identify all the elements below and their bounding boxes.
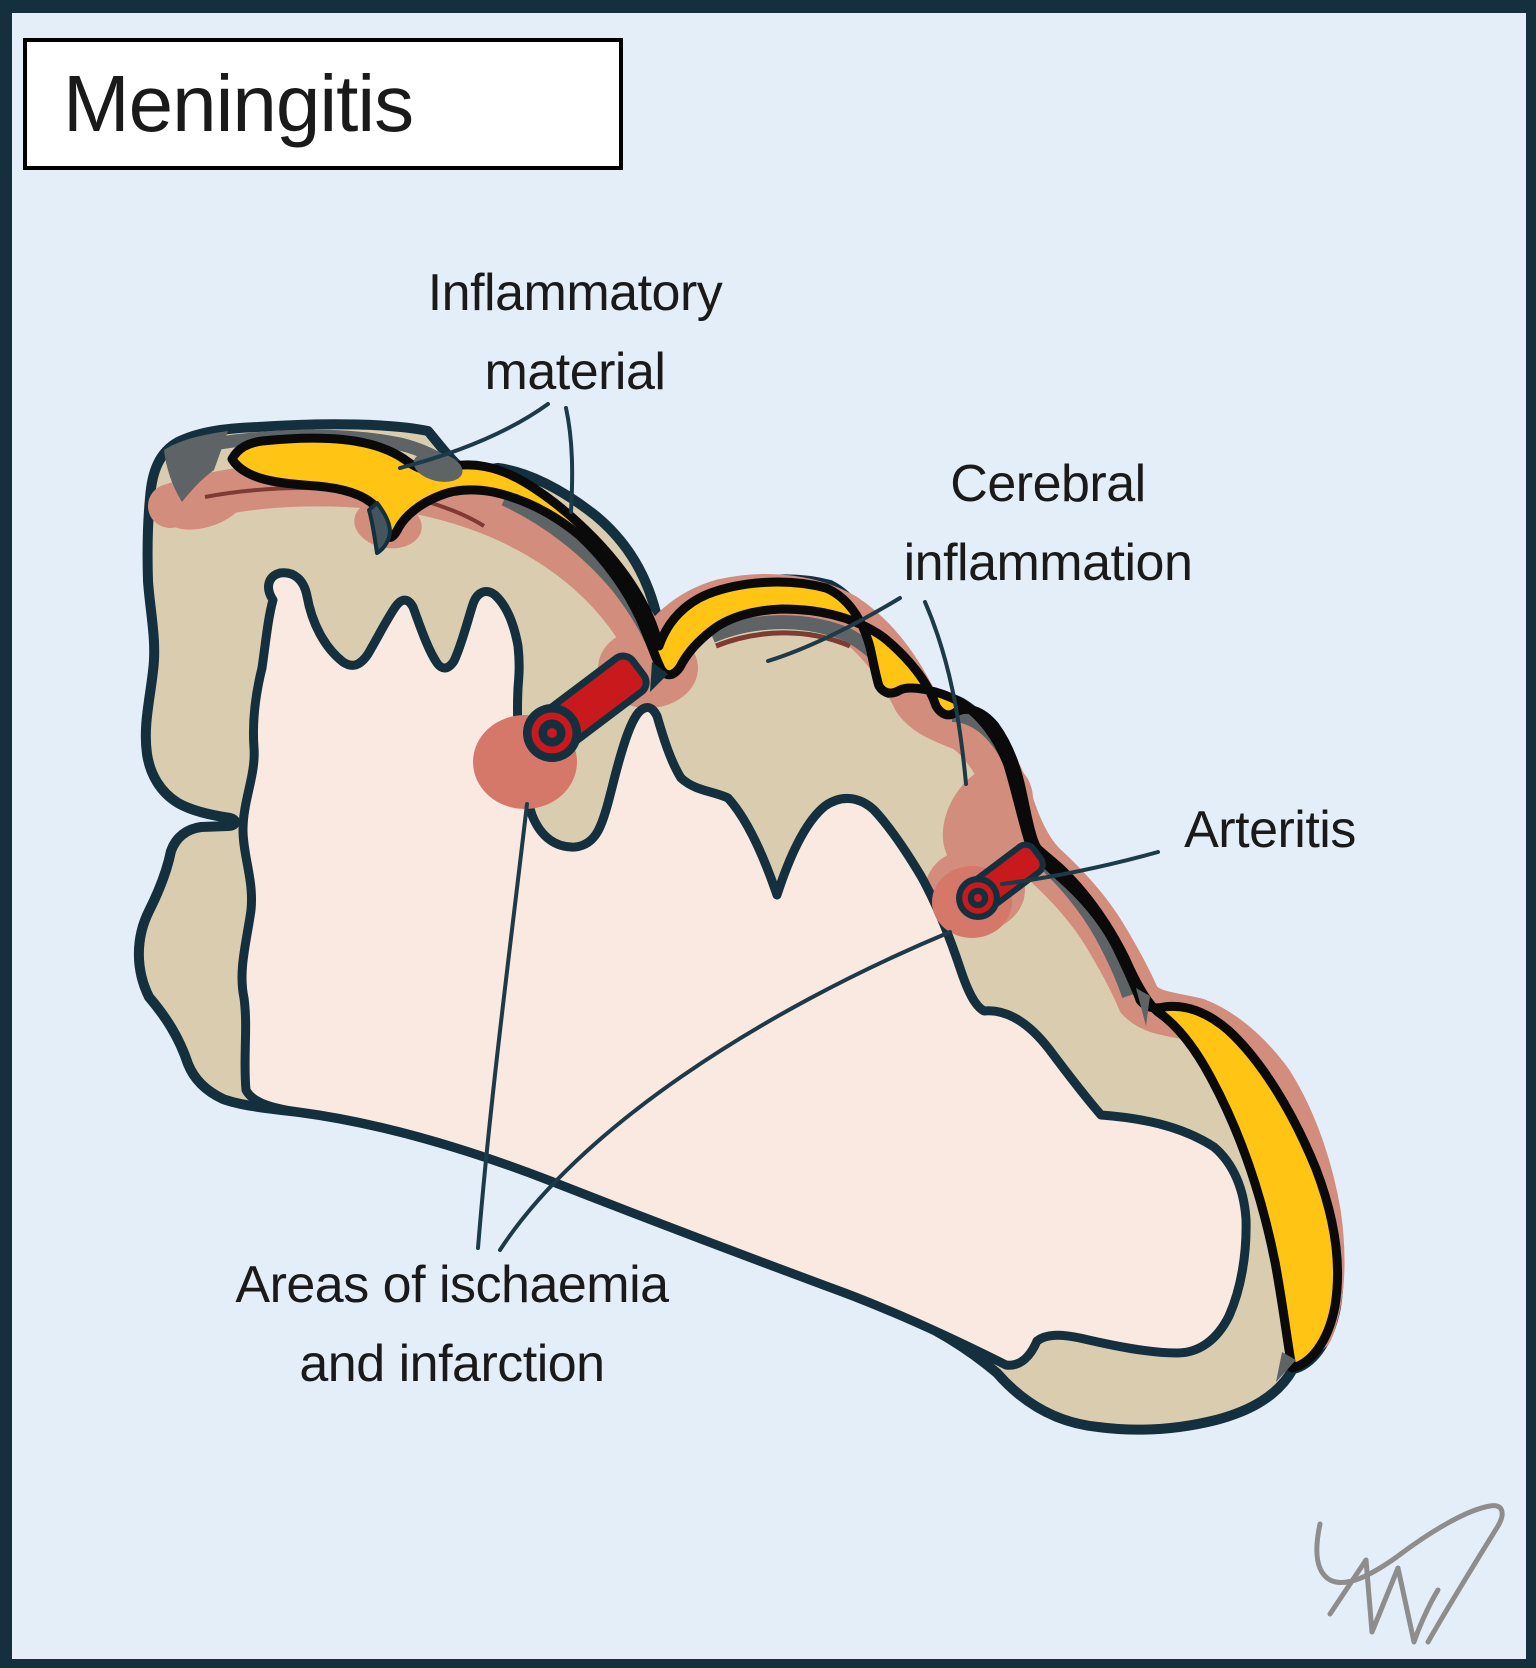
label-line: and infarction (299, 1335, 605, 1393)
sulcusA-notch (650, 662, 668, 692)
leader-inflammatory-right (564, 406, 575, 514)
label-line: Inflammatory (427, 264, 723, 322)
signature-scribble (1314, 1503, 1505, 1645)
gray-notch2-wedge (1136, 988, 1150, 1026)
leader-ischaemia-right (498, 930, 952, 1252)
label-arteritis: Arteritis (1120, 791, 1420, 870)
leader-cerebral-right (923, 600, 968, 786)
pink-flank-patch (942, 763, 1034, 873)
page-title: Meningitis (63, 59, 414, 148)
label-line: Cerebral (950, 455, 1146, 513)
inflammatory-material-band (227, 433, 1343, 1373)
small-sulcus-wedge (367, 501, 392, 555)
artery-2 (956, 841, 1046, 920)
maroon-sliver-gyrus2 (715, 630, 851, 649)
label-line: Areas of ischaemia (235, 1256, 669, 1314)
label-line: Arteritis (1184, 801, 1356, 859)
label-line: material (484, 343, 666, 401)
label-ischaemia-infarction: Areas of ischaemia and infarction (175, 1246, 729, 1404)
label-line: inflammation (903, 534, 1193, 592)
title-box: Meningitis (23, 38, 623, 170)
gray-tail-tip-wedge (1276, 1352, 1296, 1382)
artery-1 (523, 652, 650, 762)
label-cerebral-inflammation: Cerebral inflammation (800, 445, 1296, 603)
label-inflammatory-material: Inflammatory material (330, 254, 820, 412)
leader-arteritis (1000, 850, 1160, 886)
leader-inflammatory-left (398, 402, 550, 470)
leader-ischaemia-left (476, 802, 529, 1250)
leader-cerebral-left (766, 596, 902, 663)
